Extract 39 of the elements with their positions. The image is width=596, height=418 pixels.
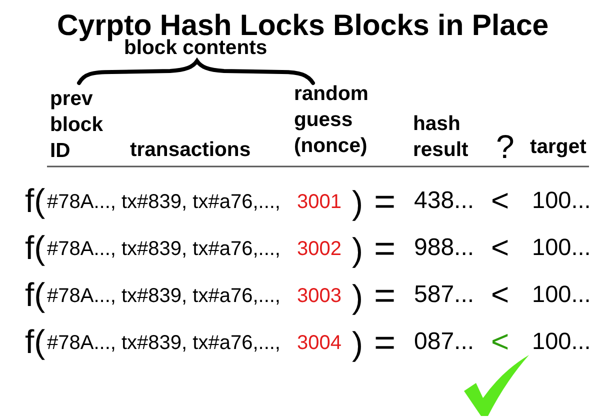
closing-parenthesis: ) (352, 324, 363, 363)
comparison-sign: < (491, 324, 510, 360)
function-symbol: f( (25, 276, 46, 314)
comparison-sign: < (491, 230, 510, 266)
target-value: 100... (532, 187, 591, 214)
function-arguments: #78A..., tx#839, tx#a76,..., (47, 284, 280, 308)
function-symbol: f( (25, 322, 46, 361)
equals-sign: = (374, 320, 396, 364)
closing-parenthesis: ) (352, 278, 363, 316)
hash-value: 587... (414, 280, 474, 309)
target-value: 100... (532, 234, 591, 262)
column-header: target (530, 134, 586, 160)
column-header: transactions (130, 138, 251, 163)
brace-label: block contents (124, 37, 268, 60)
equals-sign: = (374, 274, 396, 317)
nonce-value: 3001 (297, 190, 342, 214)
closing-parenthesis: ) (352, 230, 363, 269)
closing-parenthesis: ) (352, 184, 363, 222)
hash-value: 438... (414, 186, 474, 215)
nonce-value: 3004 (297, 332, 342, 355)
nonce-value: 3003 (297, 284, 342, 308)
target-value: 100... (532, 328, 591, 356)
function-arguments: #78A..., tx#839, tx#a76,..., (47, 332, 280, 355)
function-arguments: #78A..., tx#839, tx#a76,..., (47, 190, 280, 214)
function-symbol: f( (25, 182, 46, 220)
equals-sign: = (374, 180, 396, 223)
column-header: prev block ID (50, 86, 103, 164)
hash-value: 988... (414, 234, 474, 262)
target-value: 100... (532, 281, 591, 308)
nonce-value: 3002 (297, 238, 342, 261)
column-header: random guess (nonce) (294, 82, 368, 159)
column-header: ? (496, 128, 514, 166)
function-arguments: #78A..., tx#839, tx#a76,..., (47, 238, 280, 261)
hash-value: 087... (414, 328, 474, 356)
equals-sign: = (374, 226, 396, 270)
comparison-sign: < (491, 183, 510, 220)
column-header: hash result (413, 112, 468, 163)
comparison-sign: < (491, 277, 510, 314)
function-symbol: f( (25, 228, 46, 267)
